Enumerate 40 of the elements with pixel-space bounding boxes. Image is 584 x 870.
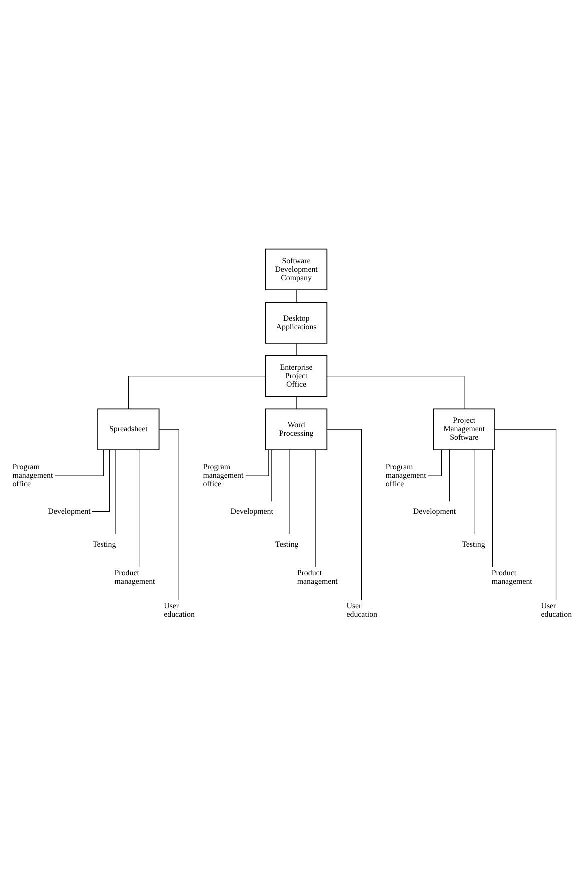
connector (92, 450, 110, 512)
node-box: Spreadsheet (98, 408, 160, 450)
node-text: Product management (492, 568, 532, 586)
connector (296, 290, 297, 303)
connector (315, 450, 316, 568)
connector (246, 450, 270, 476)
connector (159, 429, 180, 601)
node-box: Software Development Company (265, 248, 328, 291)
connector (494, 429, 557, 601)
node-text: Development (230, 506, 274, 516)
node-box: Word Processing (265, 408, 328, 450)
node-text: Testing (462, 540, 486, 549)
node-text: Testing (276, 540, 299, 549)
node-text: Program management office (386, 462, 426, 488)
connector (54, 450, 104, 476)
node-text: User education (541, 601, 572, 619)
connector (128, 376, 266, 410)
node-box: Enterprise Project Office (265, 355, 328, 398)
node-box: Desktop Applications (265, 302, 328, 344)
connector (296, 343, 297, 356)
node-box: Project Management Software (433, 408, 496, 450)
connector (115, 450, 116, 535)
node-text: Program management office (203, 462, 244, 488)
node-text: User education (346, 601, 378, 619)
connector (428, 450, 442, 476)
node-text: Development (413, 506, 456, 516)
node-text: Product management (114, 568, 156, 586)
node-text: Product management (297, 568, 338, 586)
node-text: User education (164, 601, 195, 619)
connector (327, 376, 465, 410)
connector (289, 450, 290, 535)
node-text: Testing (92, 540, 116, 549)
connector (326, 429, 362, 601)
node-text: Development (48, 506, 91, 516)
connector (139, 450, 140, 568)
connector (492, 450, 494, 568)
connector (474, 450, 476, 535)
node-text: Program management office (12, 462, 54, 488)
connector (449, 450, 450, 502)
connector (296, 396, 297, 410)
